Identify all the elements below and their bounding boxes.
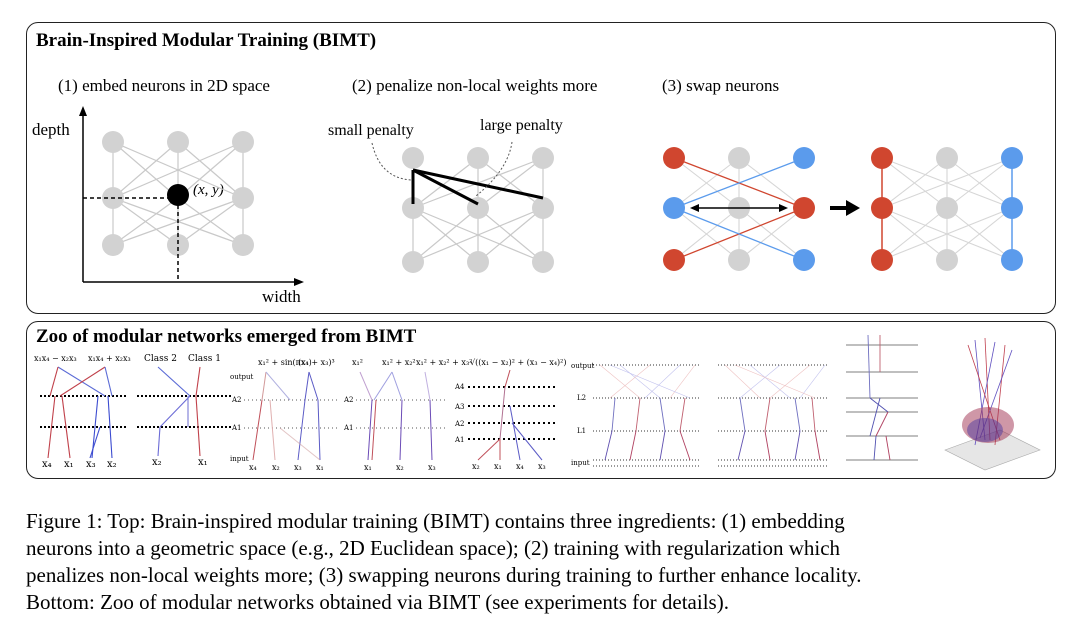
net5-diagram (468, 369, 558, 461)
net2-input-1: x₂ (152, 457, 162, 468)
net5-layer-a3: A3 (455, 403, 465, 411)
step3-label: (3) swap neurons (662, 76, 780, 95)
net3-output-1: x₁² + sin(πx₄) (258, 358, 312, 367)
small-penalty-label: small penalty (328, 122, 414, 139)
net5-layer-a2: A2 (455, 420, 465, 428)
net1-input-1: x₄ (42, 459, 52, 470)
caption-line-3: penalizes non-local weights more; (3) sw… (26, 563, 862, 587)
net5-layer-a4: A4 (455, 383, 465, 391)
net3-layer-input: input (230, 455, 249, 463)
net2-output-1: Class 2 (144, 354, 177, 364)
net3-layer-a1: A1 (232, 424, 242, 432)
step3-diagram (663, 147, 1023, 271)
step1-diagram (79, 106, 304, 286)
step2-label: (2) penalize non-local weights more (352, 76, 598, 95)
depth-axis-label: depth (32, 120, 70, 139)
net1-input-4: x₂ (107, 459, 117, 470)
caption-line-4: Bottom: Zoo of modular networks obtained… (26, 590, 729, 614)
step1-label: (1) embed neurons in 2D space (58, 76, 270, 95)
zoo-panel (26, 321, 1056, 479)
figure-caption: Figure 1: Top: Brain-inspired modular tr… (26, 508, 1066, 616)
net3-input-1: x₄ (249, 463, 257, 472)
net6-diagram (593, 364, 828, 467)
net4-output-2: x₁² + x₂² (382, 358, 416, 367)
net2-output-2: Class 1 (188, 354, 221, 364)
net1-input-3: x₃ (86, 459, 96, 470)
step2-diagram (371, 141, 554, 273)
net4-diagram (356, 371, 448, 461)
net8-diagram (944, 337, 1041, 471)
net3-diagram (244, 371, 340, 461)
net5-input-3: x₄ (516, 462, 524, 471)
net2-input-2: x₁ (198, 457, 208, 468)
net3-output-2: (x₁ + x₃)³ (298, 358, 335, 367)
net6-layer-l2: L2 (577, 394, 587, 402)
net4-layer-a1: A1 (344, 424, 354, 432)
net5-layer-a1: A1 (455, 436, 465, 444)
step1-nodes (102, 131, 254, 256)
net3-layer-output: output (230, 373, 254, 381)
embedded-neuron (167, 184, 189, 206)
net1-diagram (40, 366, 128, 459)
width-axis-label: width (262, 287, 301, 306)
net1-output-1: x₁x₄ − x₂x₃ (34, 354, 77, 363)
penalized-weights (411, 168, 544, 206)
net3-input-4: x₁ (316, 463, 324, 472)
net6-layer-input: input (571, 459, 590, 467)
net1-input-2: x₁ (64, 459, 74, 470)
net7-diagram (846, 334, 918, 461)
caption-line-1: Figure 1: Top: Brain-inspired modular tr… (26, 509, 845, 533)
coordinate-label: (x, y) (193, 182, 224, 198)
net6-layer-l1: L1 (577, 427, 587, 435)
net5-input-4: x₃ (538, 462, 546, 471)
net5-output: √((x₁ − x₂)² + (x₃ − x₄)²) (470, 358, 567, 367)
net6-layer-output: output (571, 362, 595, 370)
net4-output-1: x₁² (352, 358, 363, 367)
bimt-title: Brain-Inspired Modular Training (BIMT) (36, 30, 377, 51)
net4-layer-a2: A2 (344, 396, 354, 404)
net4-output-3: x₁² + x₂² + x₃² (416, 358, 473, 367)
net2-diagram (137, 366, 232, 457)
net1-output-2: x₁x₄ + x₂x₃ (88, 354, 131, 363)
caption-line-2: neurons into a geometric space (e.g., 2D… (26, 536, 841, 560)
large-penalty-label: large penalty (480, 117, 563, 134)
net5-input-1: x₂ (472, 462, 480, 471)
net3-layer-a2: A2 (232, 396, 242, 404)
net4-input-3: x₃ (428, 463, 436, 472)
net3-input-3: x₃ (294, 463, 302, 472)
zoo-title: Zoo of modular networks emerged from BIM… (36, 326, 417, 347)
net5-input-2: x₁ (494, 462, 502, 471)
net4-input-2: x₂ (396, 463, 404, 472)
net4-input-1: x₁ (364, 463, 372, 472)
net3-input-2: x₂ (272, 463, 280, 472)
